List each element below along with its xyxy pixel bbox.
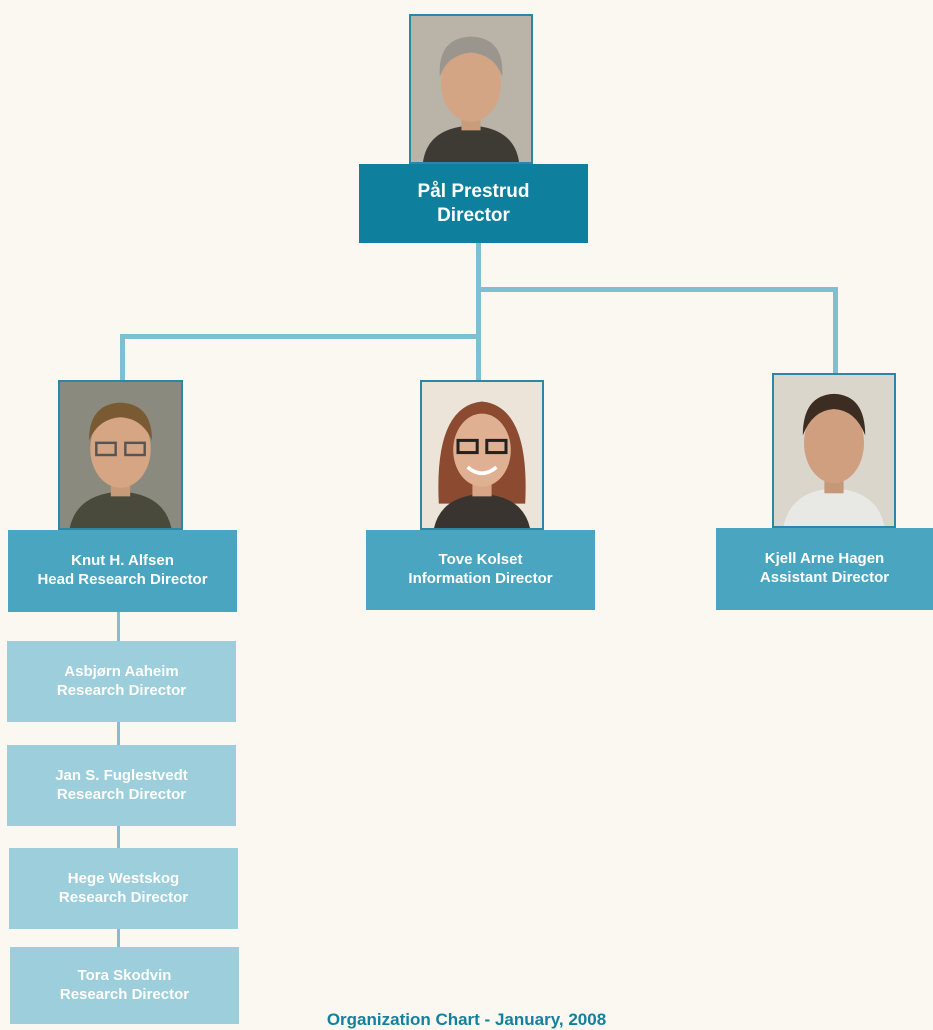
report-title: Head Research Director — [37, 571, 208, 588]
report-title: Assistant Director — [759, 569, 890, 586]
research-title: Research Director — [59, 985, 190, 1003]
person-portrait-icon — [411, 16, 531, 162]
person-portrait-icon — [422, 382, 542, 528]
report-name: Kjell Arne Hagen — [764, 550, 885, 568]
research-box-westskog: Hege Westskog Research Director — [9, 848, 238, 929]
research-name: Hege Westskog — [67, 869, 180, 887]
director-name: Pål Prestrud — [417, 180, 530, 202]
research-name: Jan S. Fuglestvedt — [55, 766, 188, 784]
director-box: Pål Prestrud Director — [359, 164, 588, 243]
connector-left-horizontal — [120, 334, 481, 339]
report-photo-kolset — [420, 380, 544, 530]
research-box-fuglestvedt: Jan S. Fuglestvedt Research Director — [7, 745, 236, 826]
person-portrait-icon — [774, 375, 894, 526]
report-name: Knut H. Alfsen — [71, 552, 174, 570]
research-box-skodvin: Tora Skodvin Research Director — [10, 947, 239, 1024]
report-box-hagen: Kjell Arne Hagen Assistant Director — [716, 528, 933, 610]
research-title: Research Director — [58, 888, 189, 906]
report-photo-hagen — [772, 373, 896, 528]
director-photo — [409, 14, 533, 164]
research-name: Asbjørn Aaheim — [64, 662, 179, 680]
report-photo-alfsen — [58, 380, 183, 530]
person-portrait-icon — [60, 382, 181, 528]
connector-top-horizontal — [476, 287, 838, 292]
research-name: Tora Skodvin — [77, 966, 172, 984]
connector-right-down — [833, 287, 838, 375]
research-title: Research Director — [56, 681, 187, 699]
chart-caption: Organization Chart - January, 2008 — [326, 1010, 607, 1029]
report-box-alfsen: Knut H. Alfsen Head Research Director — [8, 530, 237, 612]
research-title: Research Director — [56, 785, 187, 803]
report-title: Information Director — [408, 570, 553, 587]
connector-director-down — [476, 243, 481, 291]
report-name: Tove Kolset — [438, 551, 523, 569]
research-box-aaheim: Asbjørn Aaheim Research Director — [7, 641, 236, 722]
director-title: Director — [437, 204, 510, 226]
report-box-kolset: Tove Kolset Information Director — [366, 530, 595, 610]
connector-left-down — [120, 334, 125, 383]
